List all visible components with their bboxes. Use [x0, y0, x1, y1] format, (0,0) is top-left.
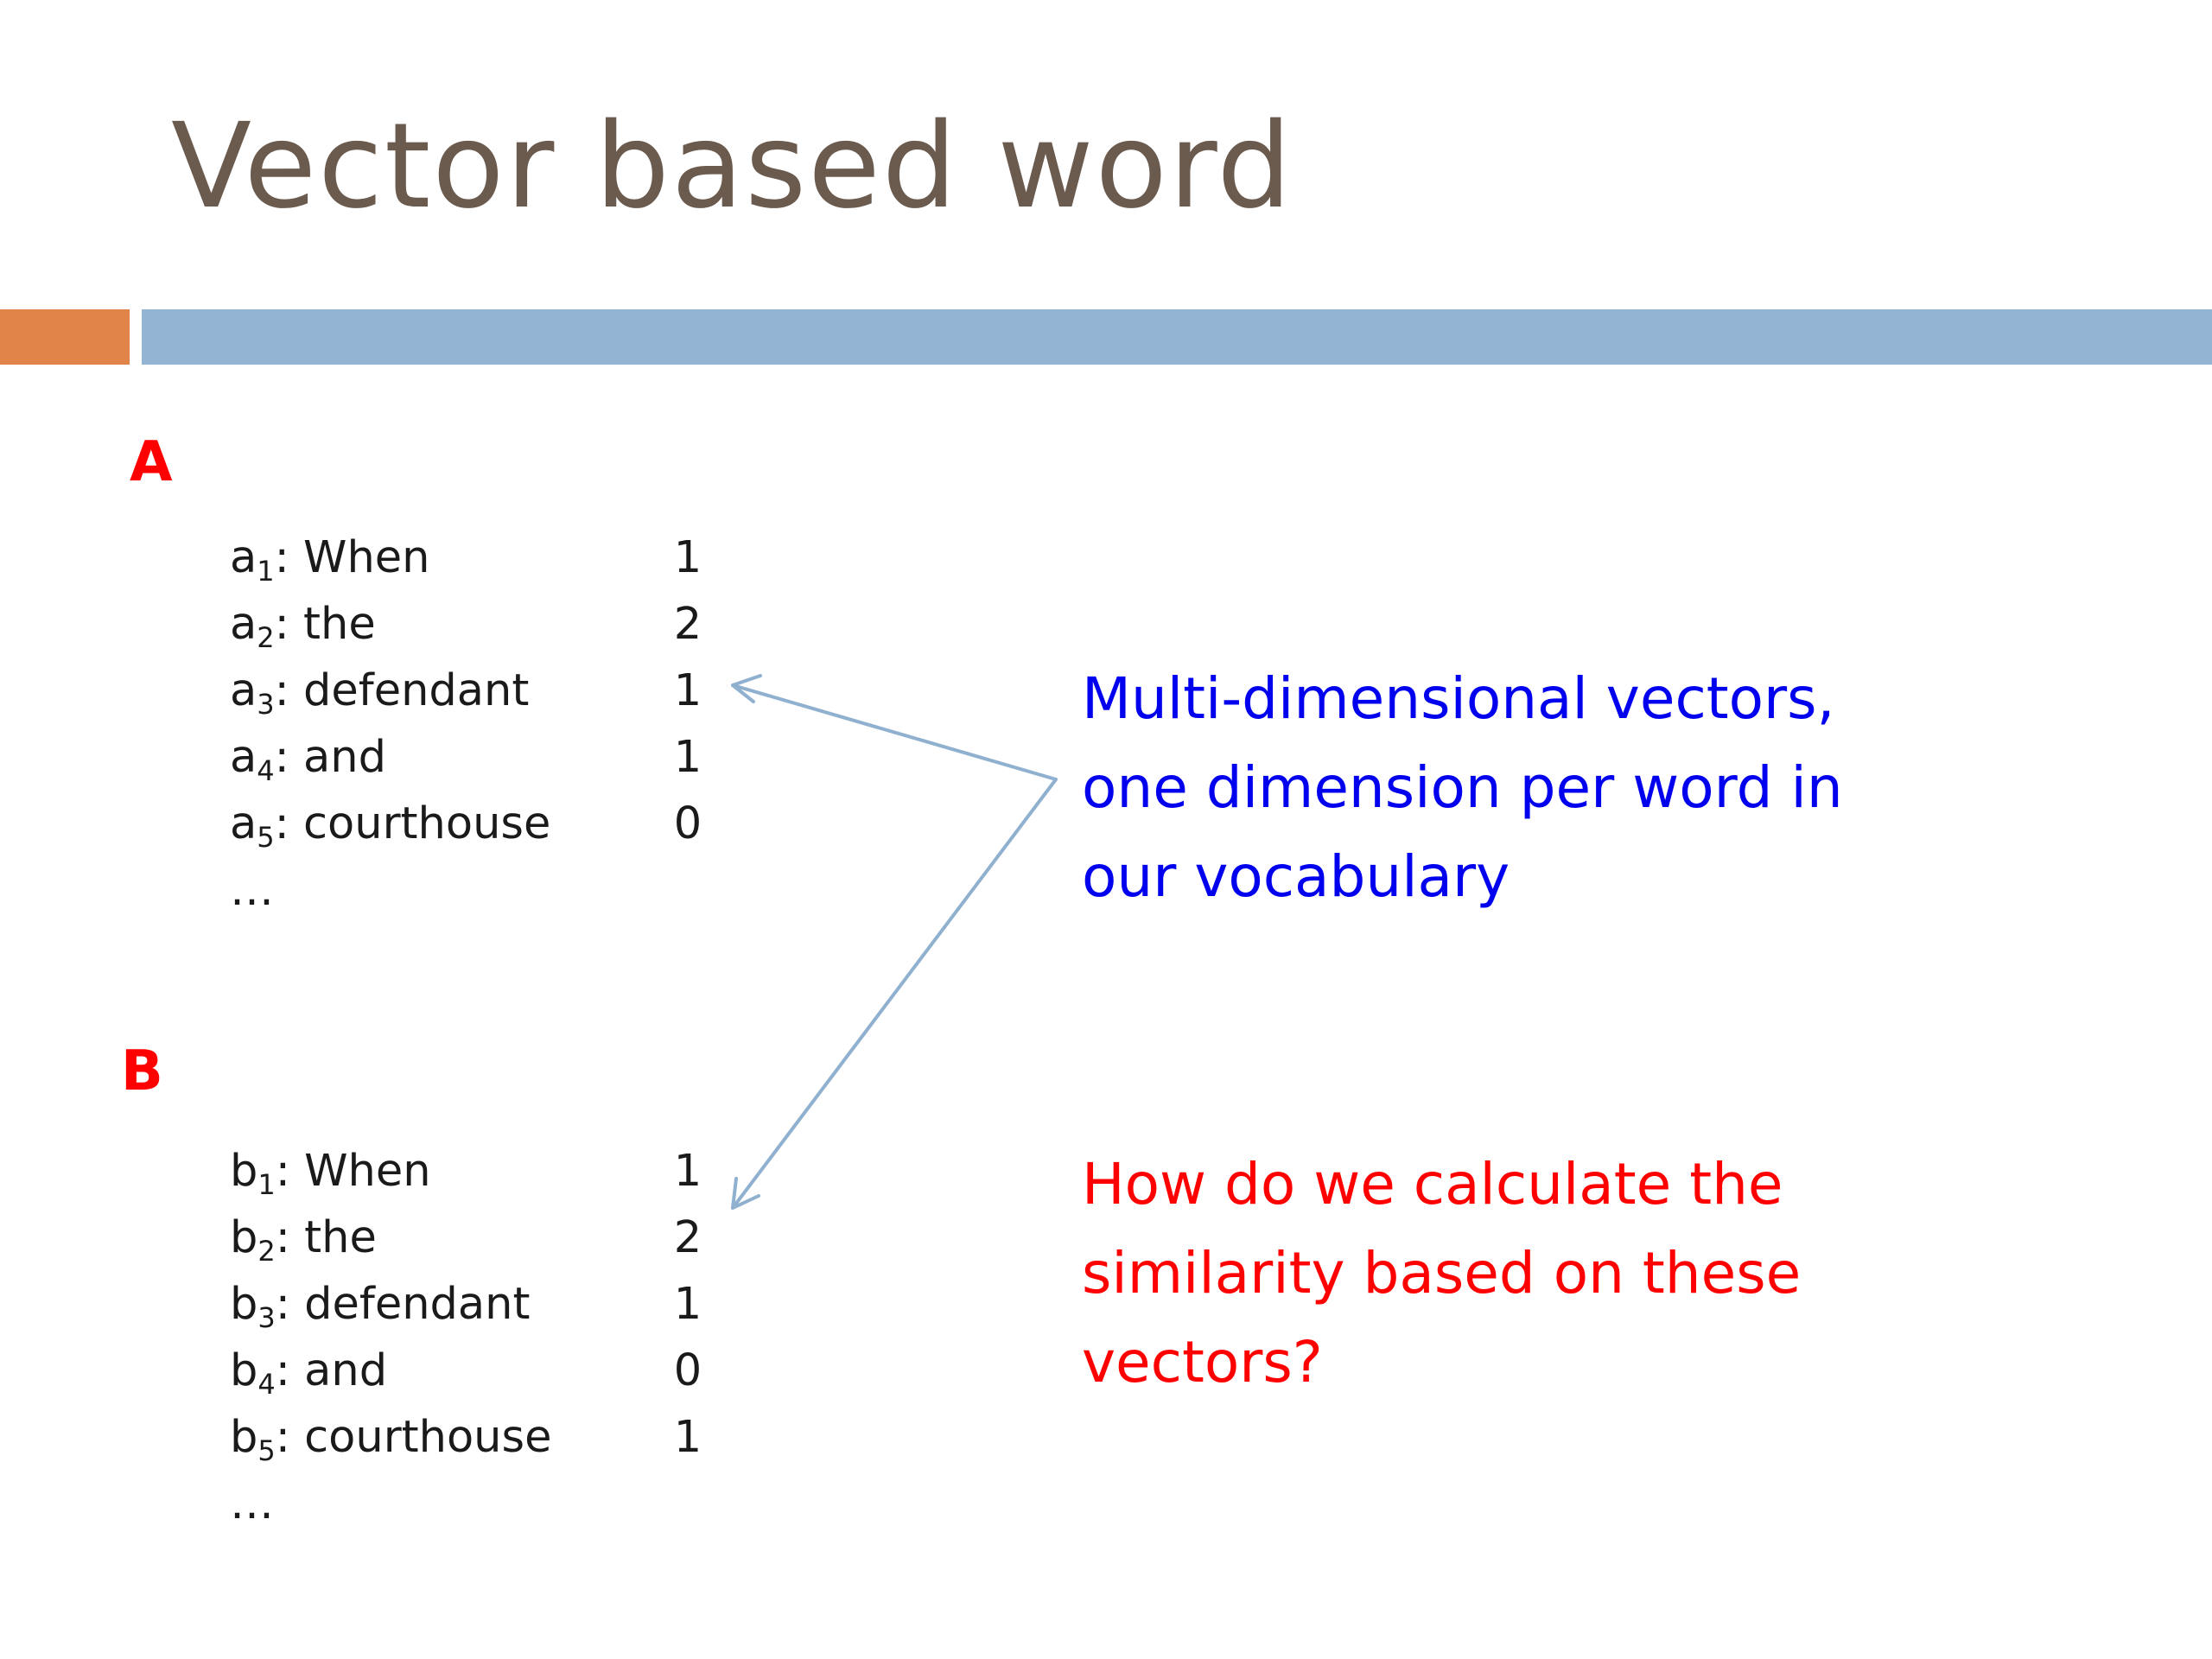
accent-bar-orange [0, 309, 130, 365]
vector-row: a4: and 1 [230, 724, 714, 791]
vector-value: 1 [673, 665, 702, 716]
note-line: vectors? [1082, 1329, 1323, 1395]
vector-term: a5: courthouse [230, 798, 551, 854]
vector-ellipsis: … [230, 1478, 274, 1529]
vector-a-list: a1: When 1 a2: the 2 a3: defendant 1 a4:… [230, 524, 714, 924]
slide-title: Vector based word [171, 99, 1294, 235]
vector-value: 2 [673, 599, 702, 650]
section-label-a: A [130, 430, 173, 494]
vector-value: 1 [673, 1146, 702, 1197]
arrow-to-vector-b [731, 778, 1058, 1210]
vector-value: 2 [673, 1212, 702, 1263]
vector-term: a3: defendant [230, 665, 530, 721]
note-line: How do we calculate the [1082, 1151, 1783, 1217]
section-label-b: B [121, 1039, 163, 1103]
note-line: our vocabulary [1082, 843, 1510, 910]
vector-row: b1: When 1 [230, 1138, 714, 1205]
vector-term: b5: courthouse [230, 1412, 552, 1467]
vector-value: 1 [673, 732, 702, 783]
vector-value: 1 [673, 1279, 702, 1330]
note-line: Multi-dimensional vectors, [1082, 665, 1835, 732]
note-multidimensional-vectors: Multi-dimensional vectors, one dimension… [1082, 654, 1843, 921]
vector-row: b2: the 2 [230, 1205, 714, 1271]
vector-term: a1: When [230, 532, 430, 588]
vector-row: b3: defendant 1 [230, 1271, 714, 1338]
vector-term: b4: and [230, 1345, 388, 1401]
arrow-to-vector-a [731, 683, 1058, 781]
vector-value: 0 [673, 798, 702, 849]
accent-bar-blue [142, 309, 2212, 365]
vector-value: 0 [673, 1345, 702, 1396]
vector-term: a2: the [230, 599, 376, 654]
vector-row: a3: defendant 1 [230, 658, 714, 724]
vector-term: b1: When [230, 1146, 431, 1201]
vector-term: b3: defendant [230, 1279, 531, 1334]
vector-row: a2: the 2 [230, 591, 714, 658]
vector-value: 1 [673, 532, 702, 583]
vector-value: 1 [673, 1412, 702, 1463]
arrow-head-b [731, 1177, 760, 1210]
vector-row: b4: and 0 [230, 1338, 714, 1404]
vector-term: b2: the [230, 1212, 377, 1268]
vector-b-list: b1: When 1 b2: the 2 b3: defendant 1 b4:… [230, 1138, 714, 1537]
note-line: one dimension per word in [1082, 754, 1843, 821]
vector-row: a5: courthouse 0 [230, 791, 714, 857]
vector-term: a4: and [230, 732, 386, 787]
vector-ellipsis: … [230, 865, 274, 916]
vector-row: b5: courthouse 1 [230, 1404, 714, 1471]
note-similarity-question: How do we calculate the similarity based… [1082, 1140, 1801, 1407]
arrow-head-a [731, 674, 762, 703]
vector-row: a1: When 1 [230, 524, 714, 591]
note-line: similarity based on these [1082, 1240, 1802, 1306]
